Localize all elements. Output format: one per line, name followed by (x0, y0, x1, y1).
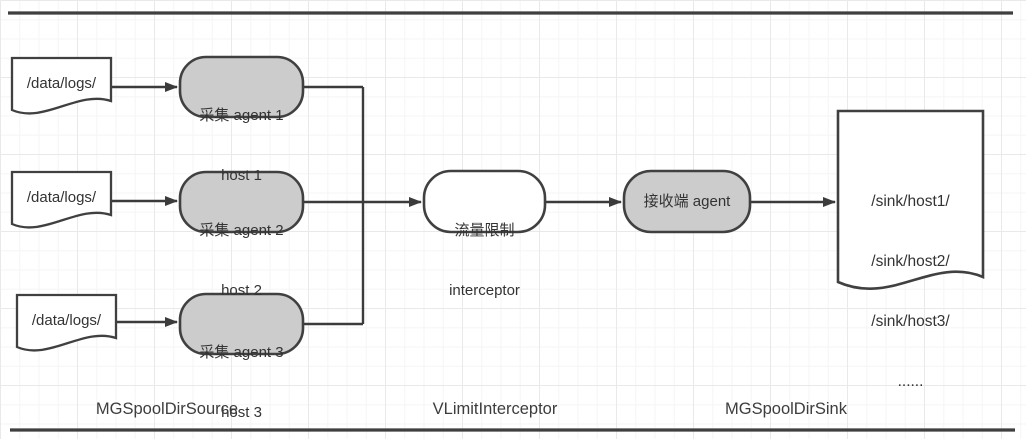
sink-path-1: /sink/host1/ (871, 193, 950, 210)
agent2-node (178, 170, 305, 234)
interceptor-name: 流量限制 (454, 222, 515, 239)
agent1-node (178, 55, 305, 119)
source1-path-label: /data/logs/ (26, 75, 97, 92)
agent3-host: host 3 (221, 404, 262, 421)
sink-document (836, 109, 985, 290)
receiver-label: 接收端 agent (643, 193, 731, 210)
agent3-name: 采集 agent 3 (199, 344, 284, 361)
source2-path-label: /data/logs/ (26, 189, 97, 206)
interceptor-node (422, 169, 547, 234)
sink-path-2: /sink/host2/ (871, 253, 950, 270)
footer-label-interceptor: VLimitInterceptor (432, 400, 558, 418)
sink-paths-label: /sink/host1/ /sink/host2/ /sink/host3/ .… (838, 152, 983, 432)
agent3-node (178, 292, 305, 356)
source3-path-label: /data/logs/ (31, 312, 102, 329)
sink-path-3: /sink/host3/ (871, 313, 950, 330)
agent1-host: host 1 (221, 167, 262, 184)
interceptor-label: 流量限制 interceptor (424, 181, 545, 341)
agent2-host: host 2 (221, 282, 262, 299)
agent3-label: 采集 agent 3 host 3 (180, 303, 303, 439)
sink-path-ellipsis: ...... (897, 373, 924, 390)
agent1-name: 采集 agent 1 (199, 107, 284, 124)
receiver-node (622, 169, 752, 234)
agent2-name: 采集 agent 2 (199, 222, 284, 239)
interceptor-subtitle: interceptor (449, 282, 520, 299)
footer-label-source: MGSpoolDirSource (95, 400, 239, 418)
agent2-label: 采集 agent 2 host 2 (180, 181, 303, 341)
footer-label-sink: MGSpoolDirSink (725, 400, 847, 418)
source-document-2 (10, 170, 113, 229)
source-document-1 (10, 56, 113, 115)
source-document-3 (15, 293, 118, 352)
agent1-label: 采集 agent 1 host 1 (180, 66, 303, 226)
